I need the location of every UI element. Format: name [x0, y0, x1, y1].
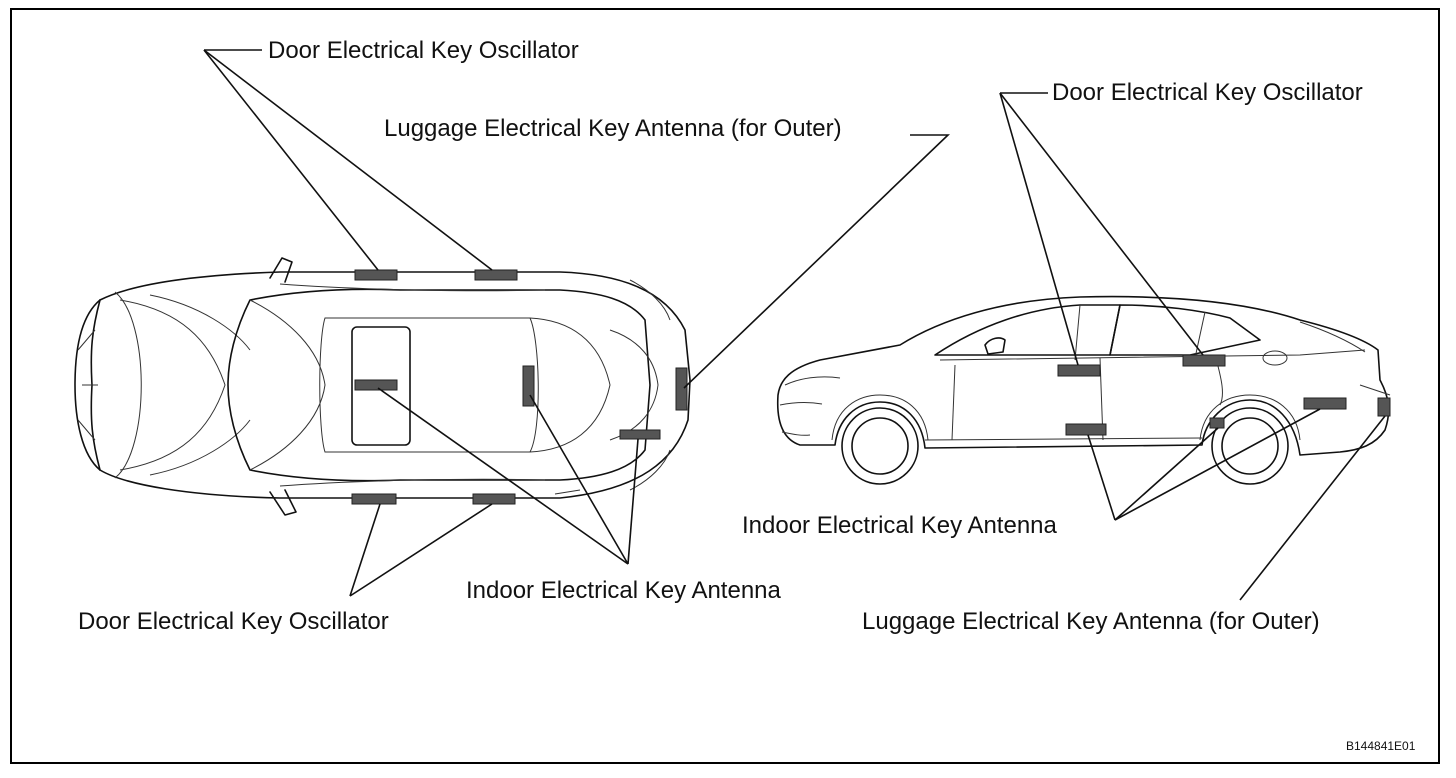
side-indoor-antenna-trunk [1303, 397, 1347, 410]
top-view-leaders [203, 49, 950, 597]
label-top-door-oscillator-upper: Door Electrical Key Oscillator [268, 37, 579, 64]
top-indoor-antenna-front [354, 379, 398, 391]
diagram-frame [10, 8, 1440, 764]
top-door-oscillator-rear-right [472, 493, 516, 505]
top-indoor-antenna-rear [619, 429, 661, 440]
label-side-luggage-antenna: Luggage Electrical Key Antenna (for Oute… [862, 608, 1320, 635]
top-view-components [351, 269, 688, 505]
figure-code: B144841E01 [1346, 739, 1416, 753]
label-top-indoor-antenna: Indoor Electrical Key Antenna [466, 577, 782, 604]
side-door-oscillator-front [1057, 364, 1101, 377]
side-indoor-antenna-rear [1209, 417, 1225, 429]
side-view-leaders [999, 92, 1386, 601]
side-view-components [1057, 354, 1391, 436]
side-view-car [776, 295, 1391, 485]
top-door-oscillator-front-left [354, 269, 398, 281]
label-side-indoor-antenna: Indoor Electrical Key Antenna [742, 512, 1058, 539]
label-side-door-oscillator: Door Electrical Key Oscillator [1052, 79, 1363, 106]
label-top-luggage-antenna: Luggage Electrical Key Antenna (for Oute… [384, 115, 842, 142]
side-door-oscillator-rear [1182, 354, 1226, 367]
top-door-oscillator-front-right [351, 493, 397, 505]
top-indoor-antenna-middle [522, 365, 535, 407]
side-luggage-antenna [1377, 397, 1391, 417]
label-top-door-oscillator-lower: Door Electrical Key Oscillator [78, 608, 389, 635]
top-door-oscillator-rear-left [474, 269, 518, 281]
side-indoor-antenna-front [1065, 423, 1107, 436]
top-luggage-antenna [675, 367, 688, 411]
